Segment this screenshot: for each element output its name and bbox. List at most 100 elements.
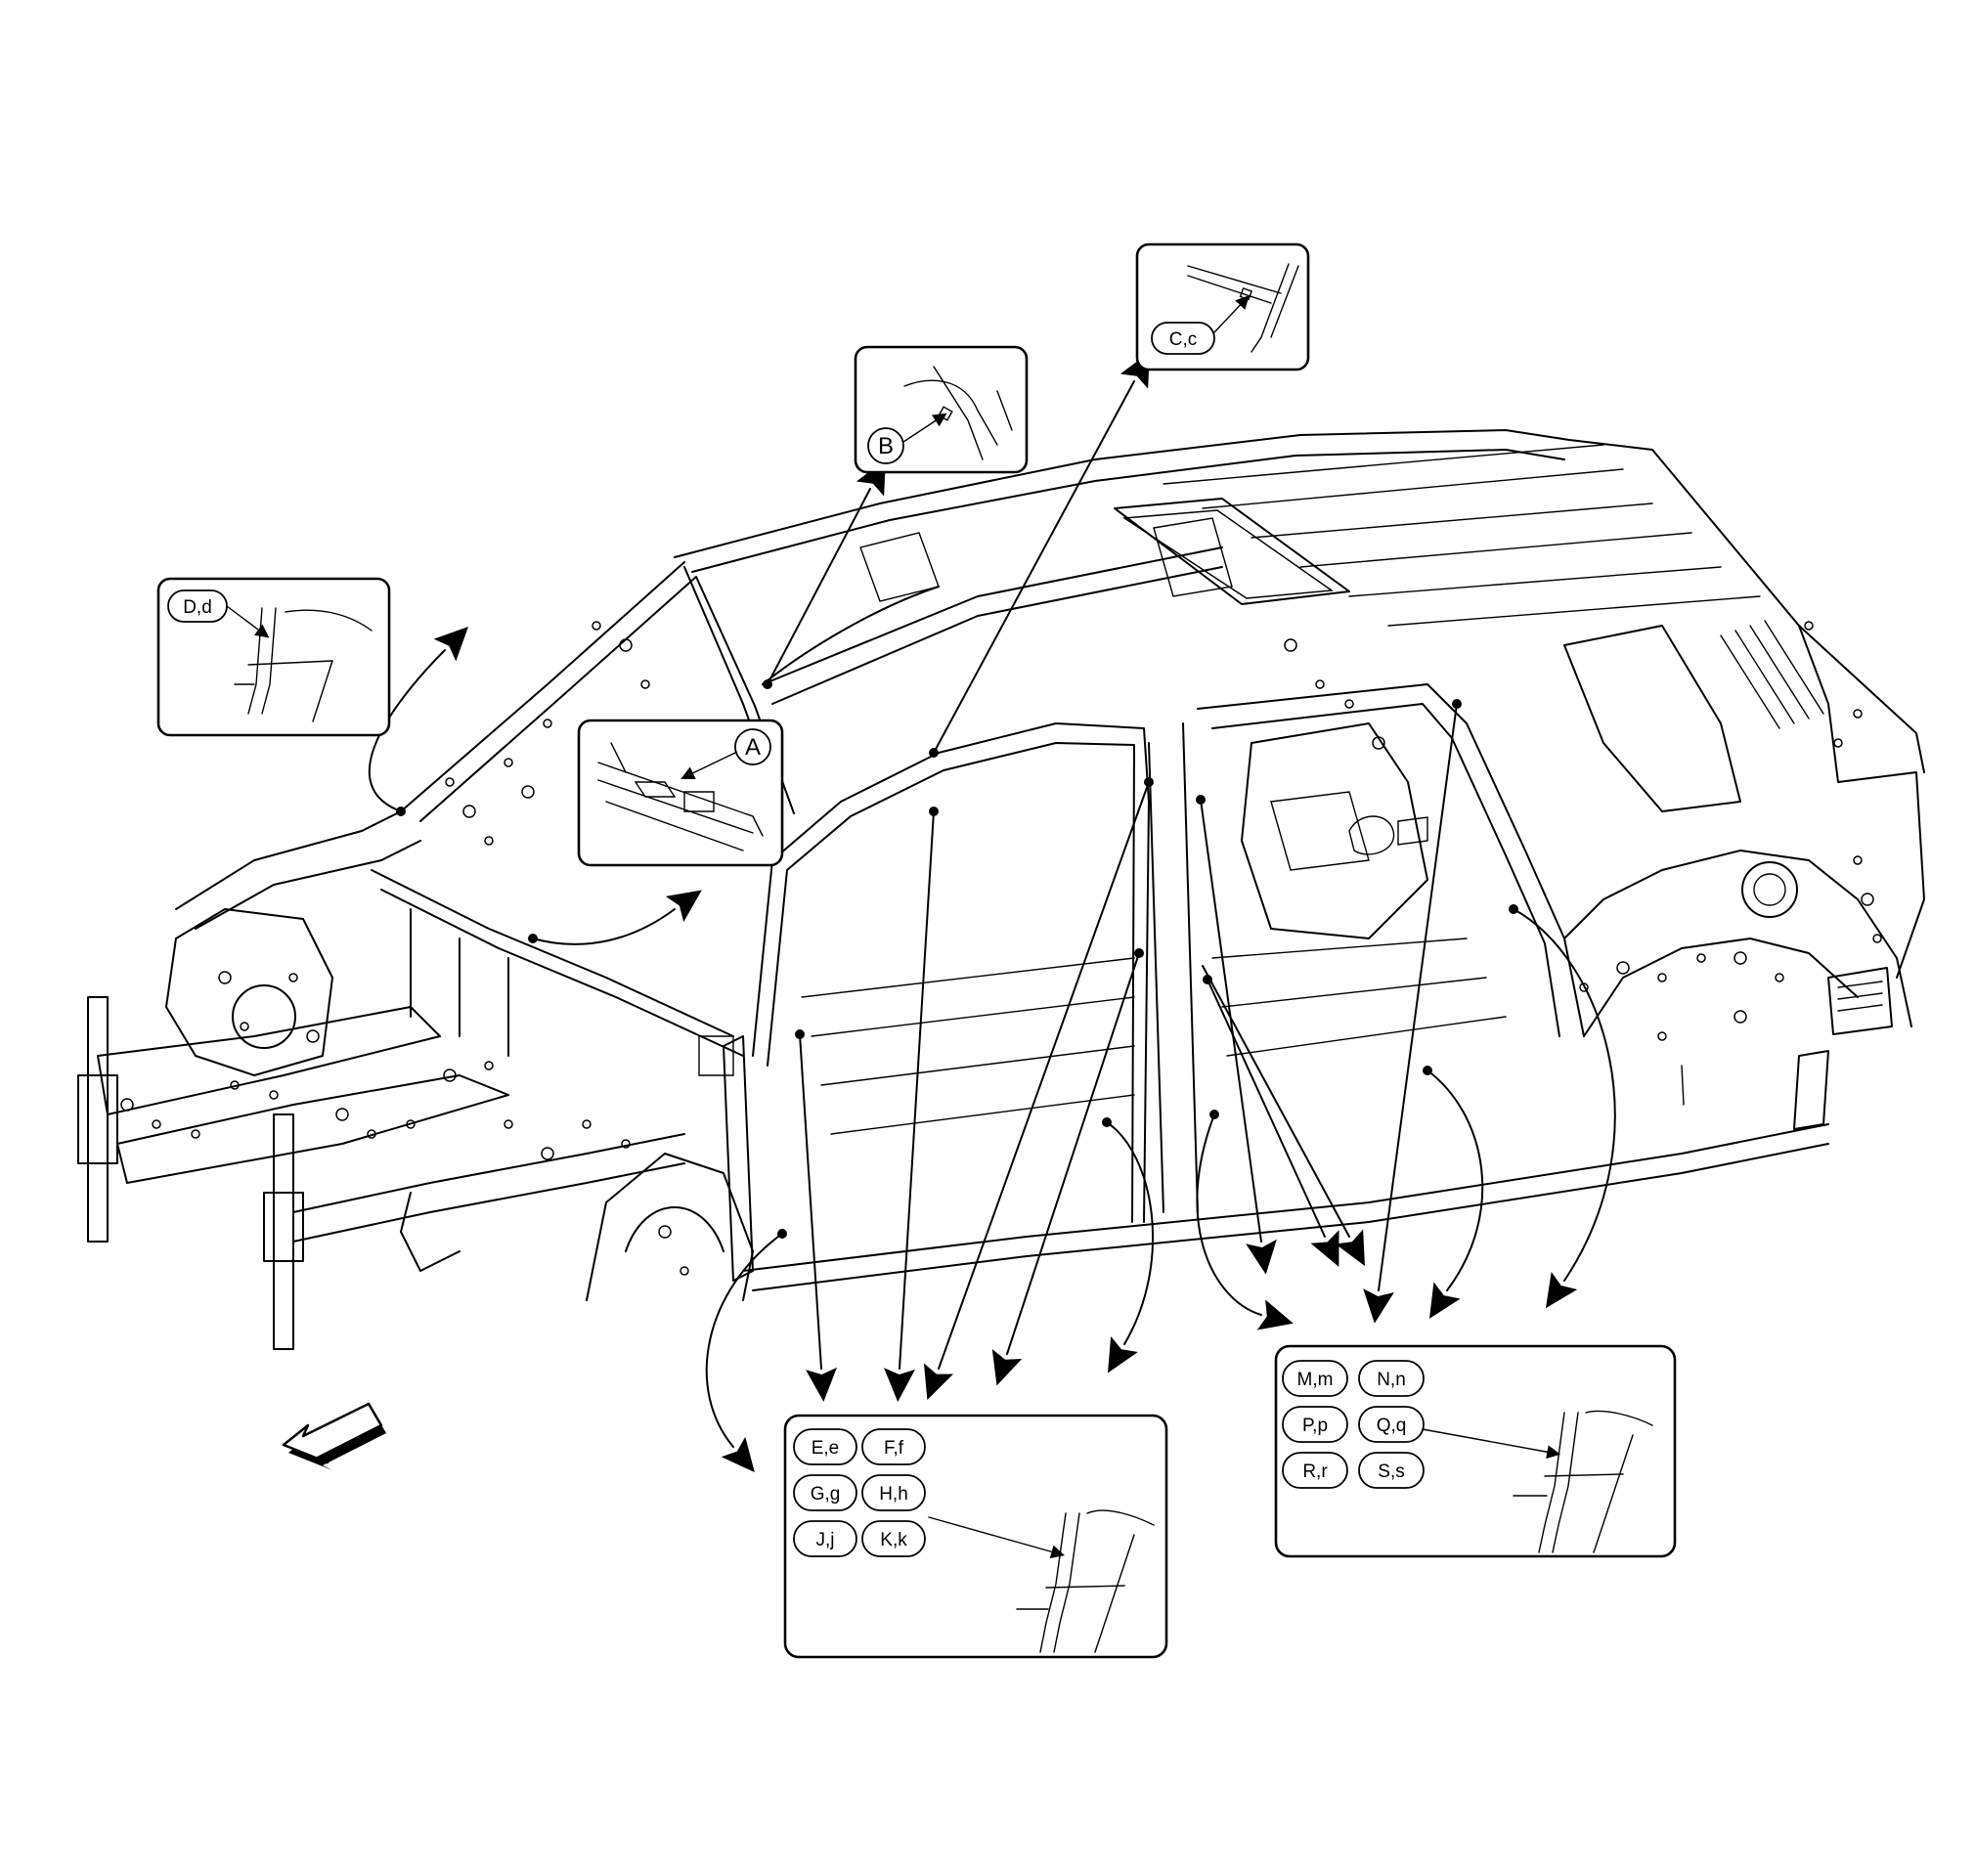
weld-hole <box>1696 953 1706 963</box>
weld-hole <box>658 1225 672 1239</box>
weld-hole <box>1344 699 1354 709</box>
front-group-label: G,g <box>811 1484 841 1505</box>
leader-arrowheads <box>433 351 1578 1473</box>
front-group-pill <box>861 1520 926 1557</box>
weld-hole <box>592 621 601 631</box>
rear-group-label: Q,q <box>1377 1416 1407 1436</box>
weld-hole <box>152 1119 161 1129</box>
inset-a: A <box>577 719 784 867</box>
weld-hole <box>484 836 494 846</box>
weld-hole <box>288 973 298 982</box>
weld-hole <box>1804 621 1814 631</box>
leader-arrowhead <box>1428 1282 1461 1319</box>
weld-hole <box>541 1147 554 1160</box>
weld-hole <box>443 1069 457 1082</box>
weld-hole <box>1872 934 1882 943</box>
weld-hole <box>306 1029 320 1043</box>
weld-point-dots <box>396 679 1518 1239</box>
vehicle-body-illustration <box>77 429 1925 1350</box>
weld-hole <box>1616 961 1630 975</box>
weld-hole <box>640 679 650 689</box>
leader-arrowhead <box>923 1363 954 1400</box>
weld-hole <box>1853 855 1863 865</box>
inset-b: B <box>854 345 1029 474</box>
leader-arrowhead <box>665 890 702 923</box>
weld-hole <box>1579 982 1589 992</box>
weld-hole <box>1657 1031 1667 1041</box>
inset-rear-group: M,m N,nP,p Q,qR,r S,s <box>1274 1344 1677 1558</box>
weld-hole <box>462 805 476 818</box>
weld-hole <box>680 1266 689 1276</box>
rear-group-pill <box>1282 1360 1348 1397</box>
leader-arrowhead <box>1545 1272 1578 1309</box>
weld-hole <box>1284 638 1297 652</box>
leader-arrowhead <box>806 1367 837 1402</box>
weld-hole <box>240 1022 249 1031</box>
leader-arrowhead <box>884 1368 915 1402</box>
leader-arrowhead <box>433 626 469 662</box>
leader-arrows <box>368 380 1616 1448</box>
weld-hole <box>1372 736 1385 750</box>
weld-hole <box>1775 973 1784 982</box>
weld-hole <box>335 1108 349 1121</box>
inset-d: D,d <box>156 577 391 737</box>
weld-hole <box>367 1129 376 1139</box>
leader-arrowhead <box>721 1436 755 1473</box>
weld-hole <box>230 1080 240 1090</box>
leader-arrowhead <box>1310 1230 1339 1267</box>
weld-hole <box>543 719 552 728</box>
leader-arrowhead <box>1256 1299 1294 1331</box>
front-group-label: J,j <box>816 1530 835 1550</box>
leader-arrowhead <box>1246 1239 1277 1275</box>
weld-hole <box>191 1129 200 1139</box>
front-group-label: E,e <box>812 1438 840 1459</box>
weld-hole <box>218 971 232 984</box>
inset-c-label: C,c <box>1169 329 1198 350</box>
inset-b-label: B <box>878 433 894 459</box>
rear-group-pill <box>1358 1406 1425 1443</box>
inset-front-group: E,e F,fG,g H,hJ,j K,k <box>783 1414 1168 1659</box>
weld-holes <box>120 621 1882 1276</box>
weld-hole <box>120 1098 134 1112</box>
inset-d-label: D,d <box>183 597 212 618</box>
front-group-label: H,h <box>879 1484 908 1505</box>
weld-hole <box>1734 1010 1747 1024</box>
leader-arrowhead <box>1108 1336 1138 1374</box>
weld-hole <box>1657 973 1667 982</box>
rear-group-label: N,n <box>1377 1370 1406 1390</box>
weld-hole <box>504 758 513 767</box>
leader-arrowhead <box>1335 1229 1365 1267</box>
front-group-pill <box>793 1520 857 1557</box>
front-group-label: F,f <box>884 1438 904 1459</box>
rear-group-pill <box>1282 1406 1348 1443</box>
inset-c: C,c <box>1135 242 1310 371</box>
weld-hole <box>1315 679 1325 689</box>
weld-hole <box>619 638 633 652</box>
inset-a-label: A <box>745 734 761 761</box>
weld-hole <box>582 1119 592 1129</box>
weld-hole <box>621 1139 631 1149</box>
weld-hole <box>269 1090 279 1100</box>
front-group-pill <box>793 1474 857 1511</box>
weld-hole <box>1734 951 1747 965</box>
rear-group-pill <box>1282 1452 1348 1489</box>
leader-arrowhead <box>1363 1288 1394 1324</box>
weld-hole <box>1833 738 1843 748</box>
leader-arrowhead <box>991 1349 1023 1386</box>
weld-hole <box>445 777 455 787</box>
rear-group-label: R,r <box>1302 1462 1328 1482</box>
rear-group-label: M,m <box>1297 1370 1334 1390</box>
front-direction-arrow-icon <box>282 1402 386 1470</box>
rear-group-label: P,p <box>1302 1416 1328 1436</box>
front-group-label: K,k <box>880 1530 907 1550</box>
rear-group-pill <box>1358 1452 1425 1489</box>
weld-hole <box>504 1119 513 1129</box>
rear-group-label: S,s <box>1378 1462 1404 1482</box>
weld-hole <box>521 785 535 799</box>
weld-hole <box>484 1061 494 1070</box>
rear-group-pill <box>1358 1360 1425 1397</box>
front-group-pill <box>793 1428 857 1465</box>
front-group-pill <box>861 1474 926 1511</box>
